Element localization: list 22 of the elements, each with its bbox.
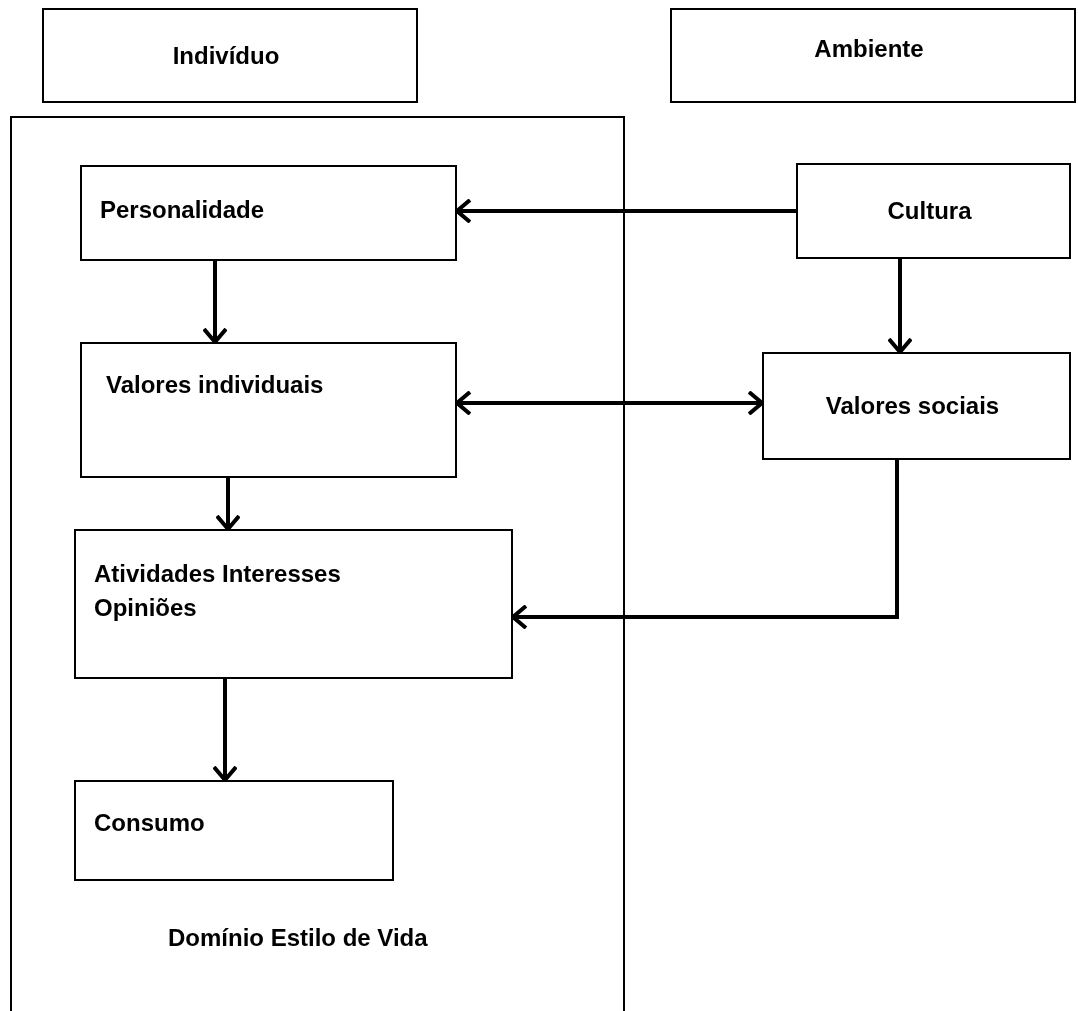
box-label: Consumo [94,808,205,838]
box-label: Atividades Interesses Opiniões [94,559,342,623]
box-label: Valores sociais [825,391,1000,421]
process-box [796,163,1071,259]
process-box [80,342,457,478]
group-box [10,116,625,1011]
box-label: Cultura [887,196,972,226]
process-box [42,8,418,103]
arrow [202,261,228,344]
box-label: Indivíduo [172,40,280,71]
arrow [215,478,241,531]
box-label: Valores individuais [106,370,324,400]
group-label: Domínio Estilo de Vida [168,924,428,952]
process-box [80,165,457,261]
process-box [74,780,394,881]
box-label: Ambiente [814,34,924,64]
box-label: Personalidade [100,195,265,225]
process-box [762,352,1071,460]
arrow [887,259,913,354]
arrow [212,679,238,782]
process-box [74,529,513,679]
process-box [670,8,1076,103]
